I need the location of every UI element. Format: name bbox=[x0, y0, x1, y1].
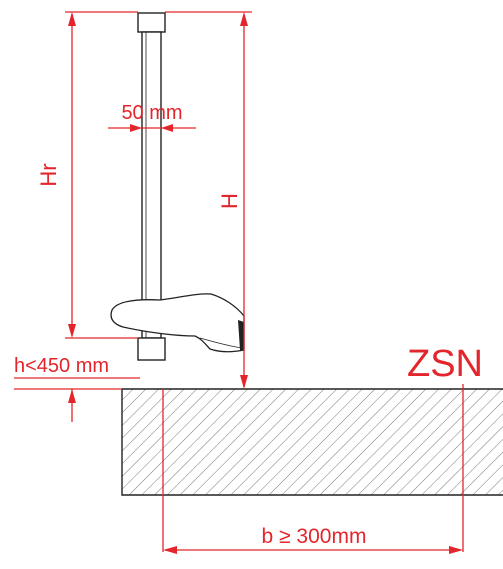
shoe-outline bbox=[110, 293, 245, 353]
bar-width-dimension bbox=[108, 124, 196, 132]
max-height-dimension bbox=[14, 377, 164, 552]
max-height-label: h<450 mm bbox=[14, 355, 109, 377]
h-dimension bbox=[165, 11, 252, 389]
bar-width-label: 50 mm bbox=[121, 102, 182, 124]
hr-label: Hr bbox=[36, 163, 61, 186]
h-label: H bbox=[217, 193, 242, 209]
hr-dimension bbox=[65, 11, 138, 339]
min-width-dimension bbox=[163, 384, 464, 554]
platform-block bbox=[121, 388, 503, 496]
min-width-label: b ≥ 300mm bbox=[262, 525, 367, 548]
zsn-label: ZSN bbox=[407, 343, 483, 385]
vertical-bar bbox=[137, 12, 166, 361]
